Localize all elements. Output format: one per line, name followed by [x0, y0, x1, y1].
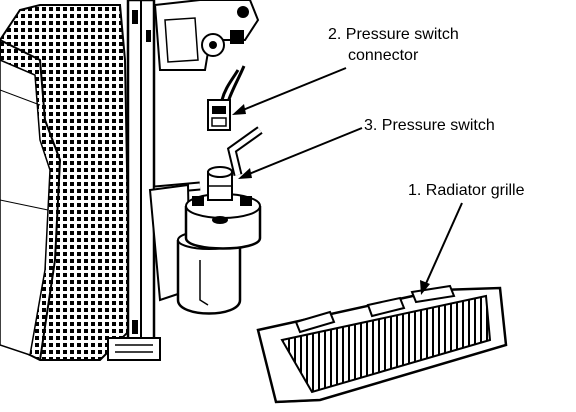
radiator	[0, 4, 132, 361]
leader-lines	[232, 67, 463, 295]
receiver-dryer	[148, 166, 262, 315]
upper-bracket	[153, 0, 260, 71]
callout-pressure-switch-connector-line2: connector	[348, 47, 419, 64]
callout-pressure-switch: 3. Pressure switch	[364, 117, 495, 134]
pressure-switch-connector	[207, 65, 246, 131]
radiator-grille	[256, 284, 508, 404]
callout-radiator-grille: 1. Radiator grille	[408, 182, 525, 199]
radiator-side-frame	[107, 0, 161, 361]
callout-pressure-switch-connector-line1: 2. Pressure switch	[328, 26, 459, 43]
